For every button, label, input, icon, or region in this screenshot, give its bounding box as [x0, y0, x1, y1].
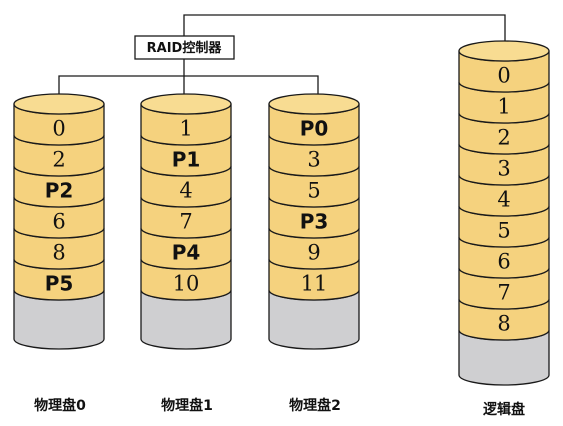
- logical-disk-block-label-7: 7: [497, 281, 510, 305]
- physical-disk-1-block-label-2: 4: [179, 179, 192, 203]
- logical-disk: 0 1 2 3 4 5 6 7 8: [458, 40, 550, 386]
- logical-disk-block-label-0: 0: [497, 64, 510, 88]
- physical-disk-1-block-label-5: 10: [173, 272, 200, 296]
- logical-disk-caption: 逻辑盘: [483, 401, 525, 418]
- physical-disk-1-block-label-1: P1: [172, 148, 201, 172]
- physical-disk-0-top: [13, 93, 105, 115]
- physical-disk-0: 0 2P2 6 8P5: [13, 93, 105, 350]
- physical-disk-0-block-label-1: 2: [52, 148, 65, 172]
- logical-disk-block-label-6: 6: [497, 250, 510, 274]
- raid-controller-label: RAID控制器: [147, 40, 223, 56]
- controller-to-logical-line: [183, 14, 506, 44]
- logical-disk-block-label-3: 3: [497, 157, 510, 181]
- logical-disk-block-label-8: 8: [497, 312, 510, 336]
- physical-disk-0-caption: 物理盘0: [34, 397, 86, 414]
- raid-controller-box: [134, 35, 235, 60]
- physical-disk-2-caption: 物理盘2: [289, 397, 341, 414]
- physical-disk-0-block-label-0: 0: [52, 117, 65, 141]
- physical-disk-2-block-label-0: P0: [300, 117, 329, 141]
- logical-disk-block-label-4: 4: [497, 188, 510, 212]
- physical-disk-2: P0 3 5P3 9 11: [268, 93, 360, 350]
- physical-disk-1-top: [140, 93, 232, 115]
- physical-disk-2-block-label-3: P3: [300, 210, 329, 234]
- physical-disk-0-block-label-2: P2: [45, 179, 74, 203]
- physical-disk-2-top: [268, 93, 360, 115]
- physical-disk-0-block-label-4: 8: [52, 241, 65, 265]
- physical-disk-1-block-label-4: P4: [172, 241, 201, 265]
- logical-disk-block-label-2: 2: [497, 126, 510, 150]
- physical-disk-2-block-label-5: 11: [301, 272, 328, 296]
- controller-bus-line: [58, 75, 319, 97]
- physical-disk-1: 1P1 4 7P4 10: [140, 93, 232, 350]
- physical-disk-1-block-label-0: 1: [179, 117, 192, 141]
- connection-lines: [58, 14, 506, 97]
- physical-disk-2-block-label-2: 5: [307, 179, 320, 203]
- physical-disk-2-block-label-4: 9: [307, 241, 320, 265]
- raid-controller: RAID控制器: [134, 35, 235, 60]
- physical-disk-2-block-label-1: 3: [307, 148, 320, 172]
- logical-disk-top: [458, 40, 550, 62]
- logical-disk-block-label-1: 1: [497, 95, 510, 119]
- physical-disk-0-block-label-3: 6: [52, 210, 65, 234]
- physical-disk-1-caption: 物理盘1: [161, 397, 213, 414]
- physical-disk-0-block-label-5: P5: [45, 272, 74, 296]
- logical-disk-block-label-5: 5: [497, 219, 510, 243]
- physical-disk-1-block-label-3: 7: [179, 210, 192, 234]
